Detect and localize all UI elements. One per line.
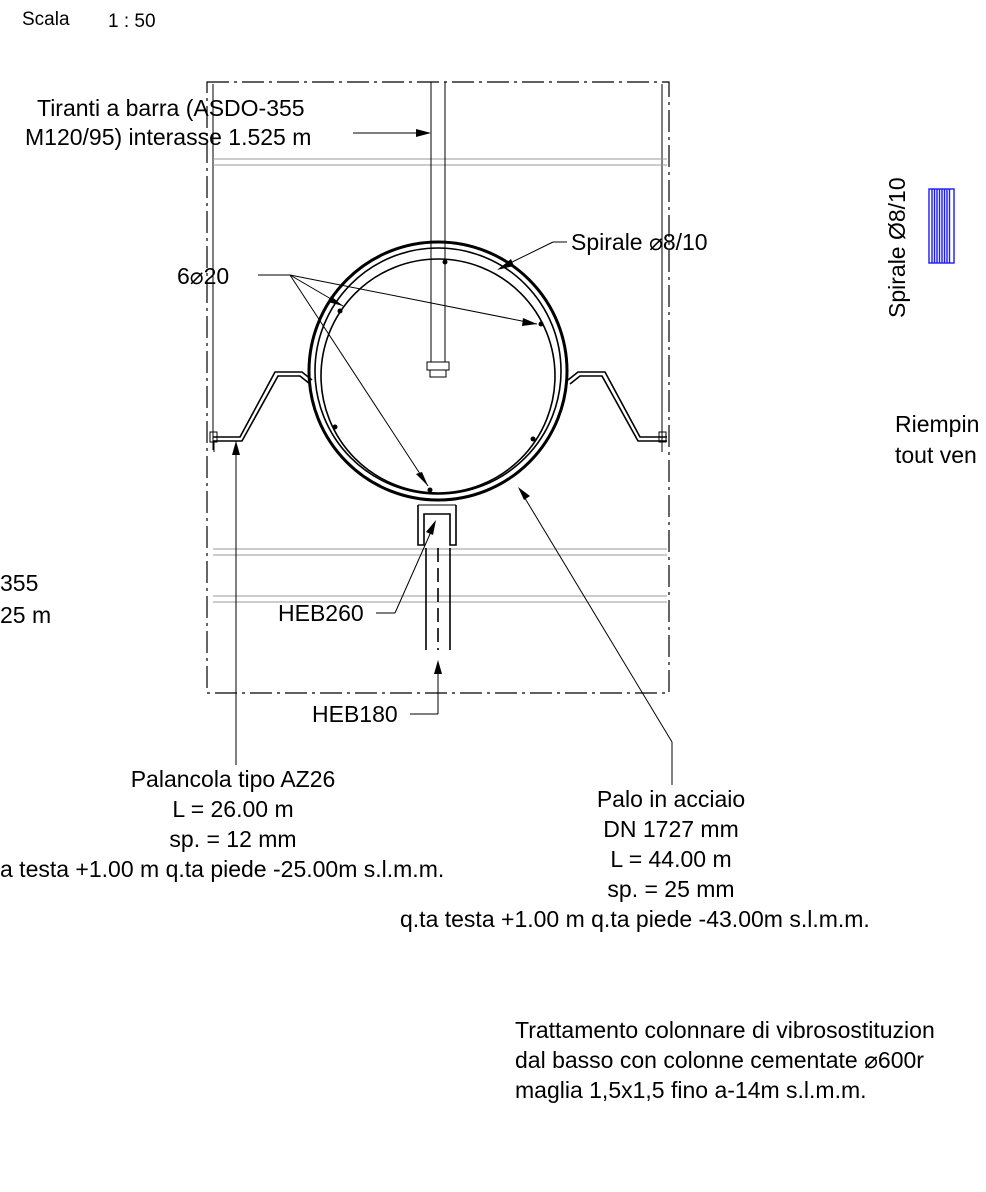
heb260-label: HEB260 <box>278 600 364 626</box>
sheet-pile-left <box>209 371 313 452</box>
steel-pile <box>307 240 569 502</box>
treatment-line3: maglia 1,5x1,5 fino a-14m s.l.m.m. <box>515 1077 867 1103</box>
waler-lines <box>213 158 667 603</box>
left-cut-label-line1: 355 <box>0 570 38 596</box>
spiral-vertical-label: Spirale Ø8/10 <box>884 177 910 318</box>
leader-lines <box>232 129 673 785</box>
rebars <box>332 259 544 493</box>
treatment-line1: Trattamento colonnare di vibrosostituzio… <box>515 1017 935 1043</box>
rebars-label: 6⌀20 <box>177 263 229 289</box>
sheet-pile-note: Palancola tipo AZ26 L = 26.00 m sp. = 12… <box>0 766 444 882</box>
left-cut-label-line2: 25 m <box>0 602 51 628</box>
fill-label-line1: Riempin <box>895 411 979 437</box>
scale-label: Scala <box>22 9 70 30</box>
tie-rods-label-line1: Tiranti a barra (ASDO-355 <box>37 95 305 121</box>
spiral-label: Spirale ⌀8/10 <box>571 229 708 255</box>
sheet-pile-levels: a testa +1.00 m q.ta piede -25.00m s.l.m… <box>0 856 444 882</box>
treatment-note: Trattamento colonnare di vibrosostituzio… <box>515 1017 935 1103</box>
sheet-pile-right <box>567 371 667 452</box>
steel-pile-length: L = 44.00 m <box>610 846 731 872</box>
steel-pile-thickness: sp. = 25 mm <box>607 876 734 902</box>
steel-pile-levels: q.ta testa +1.00 m q.ta piede -43.00m s.… <box>400 906 870 932</box>
steel-pile-note: Palo in acciaio DN 1727 mm L = 44.00 m s… <box>400 786 870 932</box>
sheet-pile-type: Palancola tipo AZ26 <box>131 766 336 792</box>
tie-rod <box>426 82 450 378</box>
fill-label-line2: tout ven <box>895 442 977 468</box>
sheet-pile-length: L = 26.00 m <box>172 796 293 822</box>
sheet-pile-thickness: sp. = 12 mm <box>169 826 296 852</box>
heb180-label: HEB180 <box>312 701 398 727</box>
tie-rods-label-line2: M120/95) interasse 1.525 m <box>25 124 311 150</box>
treatment-line2: dal basso con colonne cementate ⌀600r <box>515 1047 924 1073</box>
steel-pile-diameter: DN 1727 mm <box>603 816 738 842</box>
heb260-section <box>417 504 457 546</box>
heb180-section <box>425 548 451 650</box>
scale-value: 1 : 50 <box>108 11 156 32</box>
spiral-symbol <box>928 188 955 264</box>
steel-pile-type: Palo in acciaio <box>597 786 745 812</box>
